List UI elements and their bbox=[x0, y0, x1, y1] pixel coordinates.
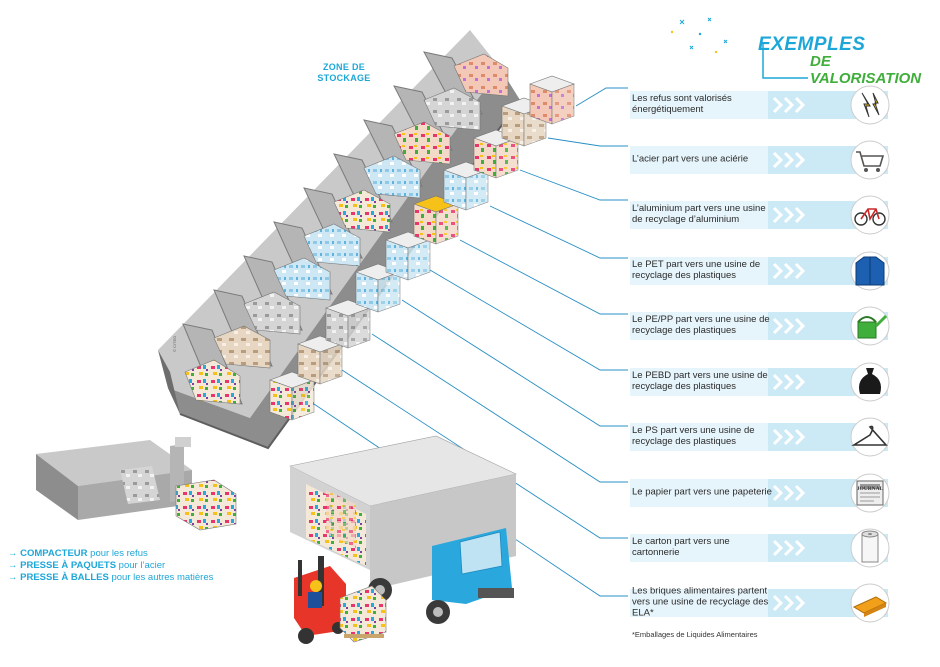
valorisation-row: Le PE/PP part vers une usine de recyclag… bbox=[630, 303, 890, 347]
paper-roll-icon bbox=[850, 528, 890, 568]
valorisation-text: L’acier part vers une aciérie bbox=[632, 153, 749, 165]
band-left-1 bbox=[630, 91, 768, 119]
newspaper-title: JOURNAL bbox=[857, 486, 884, 492]
valorisation-text: Le PEBD part vers une usine de recyclage… bbox=[632, 370, 768, 392]
valorisation-row: L’aluminium part vers une usine de recyc… bbox=[630, 192, 890, 236]
bales bbox=[269, 75, 575, 421]
band-left-2 bbox=[630, 146, 768, 174]
chevrons-icon bbox=[772, 262, 806, 280]
valorisation-text: Le PS part vers une usine de recyclage d… bbox=[632, 425, 755, 447]
valorisation-row: Le PET part vers une usine de recyclage … bbox=[630, 248, 890, 292]
valorisation-row: L’acier part vers une aciérie bbox=[630, 137, 890, 181]
valorisation-row: Les briques alimentaires partent vers un… bbox=[630, 580, 890, 624]
valorisation-text: Le PE/PP part vers une usine de recyclag… bbox=[632, 314, 770, 336]
valorisation-bands: JOURNAL bbox=[630, 85, 890, 623]
band-left-7 bbox=[630, 423, 768, 451]
valorisation-row: Le papier part vers une papeterie bbox=[630, 470, 890, 514]
band-left-8 bbox=[630, 479, 768, 507]
chevrons-icon bbox=[772, 206, 806, 224]
jacket-icon bbox=[850, 251, 890, 291]
machine-legend: → COMPACTEUR pour les refus → PRESSE À P… bbox=[8, 548, 213, 584]
chevrons-icon bbox=[772, 428, 806, 446]
band-left-6 bbox=[630, 368, 768, 396]
band-left-9 bbox=[630, 534, 768, 562]
valorisation-row: Le PS part vers une usine de recyclage d… bbox=[630, 414, 890, 458]
forklift bbox=[294, 556, 387, 644]
compactor-machine bbox=[36, 437, 237, 531]
delivery-truck bbox=[289, 435, 517, 624]
sparkle-decoration bbox=[670, 17, 728, 54]
chevrons-icon bbox=[772, 539, 806, 557]
valorisation-row: Le carton part vers une cartonnerie bbox=[630, 525, 890, 569]
valorisation-text: Le PET part vers une usine de recyclage … bbox=[632, 259, 761, 281]
valorisation-text: Le papier part vers une papeterie bbox=[632, 486, 772, 498]
chevrons-icon bbox=[772, 373, 806, 391]
chevrons-icon bbox=[772, 594, 806, 612]
band-left-5 bbox=[630, 312, 768, 340]
valorisation-row: Le PEBD part vers une usine de recyclage… bbox=[630, 359, 890, 403]
chevrons-icon bbox=[772, 96, 806, 114]
stored-material-heaps bbox=[184, 53, 509, 405]
cardboard-board-icon bbox=[850, 583, 890, 623]
hanger-icon bbox=[850, 417, 890, 457]
valorisation-text: Les refus sont valorisés énergétiquement bbox=[632, 93, 732, 115]
band-left-3 bbox=[630, 201, 768, 229]
watering-can-icon bbox=[850, 306, 890, 346]
shopping-cart-icon bbox=[850, 140, 890, 180]
footnote: *Emballages de Liquides Alimentaires bbox=[632, 630, 758, 639]
title-line-2: DE VALORISATION bbox=[810, 53, 922, 87]
trash-bag-icon bbox=[850, 362, 890, 402]
band-left-4 bbox=[630, 257, 768, 285]
section-title: EXEMPLES DE VALORISATION bbox=[758, 34, 940, 87]
legend-item-presse-balles: → PRESSE À BALLES pour les autres matièr… bbox=[8, 572, 214, 583]
copyright-stamp: © CITEO bbox=[172, 335, 177, 352]
chevrons-icon bbox=[772, 317, 806, 335]
valorisation-row: Les refus sont valorisés énergétiquement bbox=[630, 82, 890, 126]
valorisation-text: Le carton part vers une cartonnerie bbox=[632, 536, 730, 558]
lightning-icon bbox=[850, 85, 890, 125]
title-line-1: EXEMPLES bbox=[758, 34, 866, 55]
zone-de-stockage-label: ZONE DE STOCKAGE bbox=[317, 62, 371, 83]
chevrons-icon bbox=[772, 484, 806, 502]
newspaper-icon bbox=[850, 473, 890, 513]
title-bracket bbox=[762, 44, 808, 79]
legend-item-presse-paquets: → PRESSE À PAQUETS pour l’acier bbox=[8, 560, 166, 571]
legend-item-compactor: → COMPACTEUR pour les refus bbox=[8, 548, 148, 559]
valorisation-text: Les briques alimentaires partent vers un… bbox=[632, 585, 769, 619]
chevrons-icon bbox=[772, 151, 806, 169]
valorisation-text: L’aluminium part vers une usine de recyc… bbox=[632, 203, 766, 225]
band-left-10 bbox=[630, 589, 768, 617]
bicycle-icon bbox=[850, 195, 890, 235]
